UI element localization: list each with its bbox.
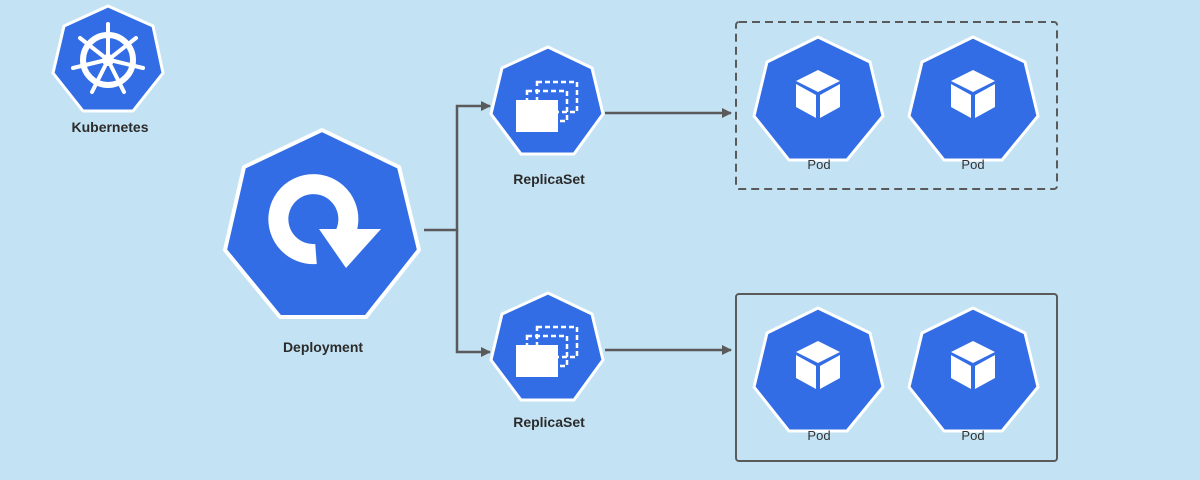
pod-node-bottom-2 (907, 306, 1040, 433)
pod-label-bottom-2: Pod (961, 428, 985, 443)
helm-wheel-icon (71, 22, 145, 94)
cube-icon (796, 341, 840, 389)
deployment-label: Deployment (282, 339, 364, 355)
replicaset-top-node (489, 45, 605, 156)
cube-icon (951, 341, 995, 389)
replicaset-bottom-node (489, 291, 605, 402)
kubernetes-logo (51, 4, 165, 113)
edge-deployment-to-replicaset-bottom (455, 230, 491, 357)
cube-icon (796, 70, 840, 118)
pod-node-bottom-1 (752, 306, 885, 433)
replicaset-bottom-label: ReplicaSet (513, 414, 585, 430)
deployment-heptagon (223, 128, 421, 319)
rotate-arrow-icon (268, 174, 381, 268)
bottom-pod-group (735, 293, 1058, 462)
replicaset-top-label: ReplicaSet (513, 171, 585, 187)
edge-deployment-to-replicaset-top (424, 101, 491, 232)
pod-node-top-1 (752, 35, 885, 162)
edges (424, 101, 732, 357)
pod-label-top-1: Pod (807, 157, 831, 172)
top-pod-group (735, 21, 1058, 190)
stacked-boxes-icon (516, 325, 579, 377)
stacked-boxes-icon (516, 80, 579, 132)
pod-label-bottom-1: Pod (807, 428, 831, 443)
deployment-node (223, 128, 421, 319)
pod-label-top-2: Pod (961, 157, 985, 172)
cube-icon (951, 70, 995, 118)
pod-node-top-2 (907, 35, 1040, 162)
kubernetes-label: Kubernetes (71, 119, 149, 135)
